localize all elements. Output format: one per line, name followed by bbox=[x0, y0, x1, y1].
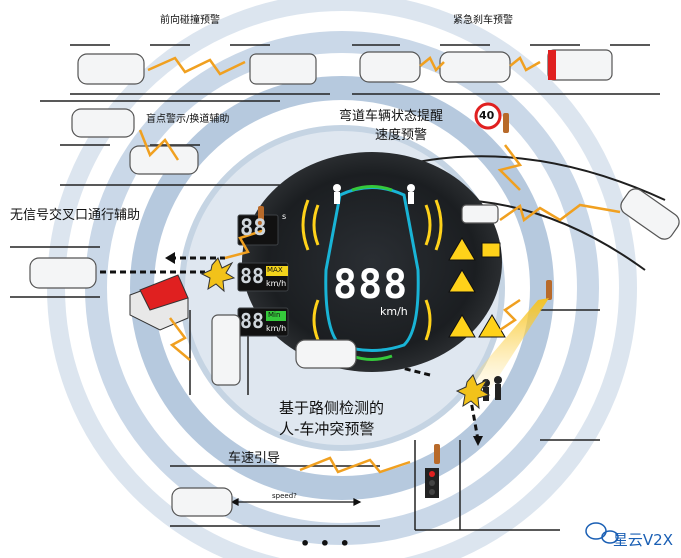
hud-side-speed-max: 88 bbox=[240, 264, 265, 288]
ellipsis: • • • bbox=[300, 534, 352, 553]
label-unsignalized-intersection: 无信号交叉口通行辅助 bbox=[10, 208, 141, 223]
hud-side-speed-top: 88 bbox=[240, 216, 267, 241]
speed-limit-sign bbox=[474, 102, 502, 130]
traffic-light bbox=[425, 468, 439, 498]
label-roadside-detection: 基于路侧检测的 bbox=[279, 399, 385, 417]
arrow-head bbox=[165, 252, 175, 264]
hud-speed-unit: km/h bbox=[380, 305, 408, 318]
label-speed-guidance: 车速引导 bbox=[228, 451, 281, 466]
hud-min-badge: Min bbox=[268, 311, 281, 319]
label-curve-vehicle-status: 弯道车辆状态提醒 bbox=[339, 109, 444, 124]
label-emergency-brake-warning: 紧急刹车预警 bbox=[453, 15, 513, 26]
hud-min-unit: km/h bbox=[266, 324, 287, 333]
hud-speed: 888 bbox=[333, 262, 409, 308]
building bbox=[129, 274, 189, 331]
min-badge-bg bbox=[266, 311, 286, 321]
rsu-towers bbox=[258, 113, 552, 464]
hud-seconds-unit: s bbox=[282, 212, 287, 221]
rsu-detection-beam bbox=[470, 298, 549, 390]
hud-proximity-arcs bbox=[301, 185, 443, 361]
watermark-icon bbox=[585, 522, 619, 544]
watermark: 星云V2X bbox=[612, 531, 673, 549]
hud-side-speed-min: 88 bbox=[240, 309, 265, 333]
label-speed-question: speed? bbox=[272, 492, 297, 500]
label-pedestrian-vehicle-conflict: 人-车冲突预警 bbox=[279, 420, 375, 438]
hud-max-unit: km/h bbox=[266, 279, 287, 288]
speed-limit-value: 40 bbox=[479, 109, 495, 122]
label-speed-warning: 速度预警 bbox=[375, 128, 428, 143]
v2x-signals bbox=[138, 56, 621, 474]
label-blind-spot-warning: 盲点警示/换道辅助 bbox=[146, 114, 230, 125]
label-forward-collision-warning: 前向碰撞预警 bbox=[160, 15, 220, 26]
hud-warning-icons bbox=[448, 237, 506, 338]
vehicles bbox=[29, 49, 680, 517]
speed-guide-arrow bbox=[230, 498, 362, 506]
conflict-starbursts bbox=[200, 257, 491, 410]
hud-max-badge: MAX bbox=[267, 266, 283, 274]
brake-light bbox=[548, 50, 556, 80]
max-badge-bg bbox=[266, 266, 288, 276]
arrow-head bbox=[473, 436, 483, 446]
hud-pedestrian-icons bbox=[333, 184, 415, 204]
